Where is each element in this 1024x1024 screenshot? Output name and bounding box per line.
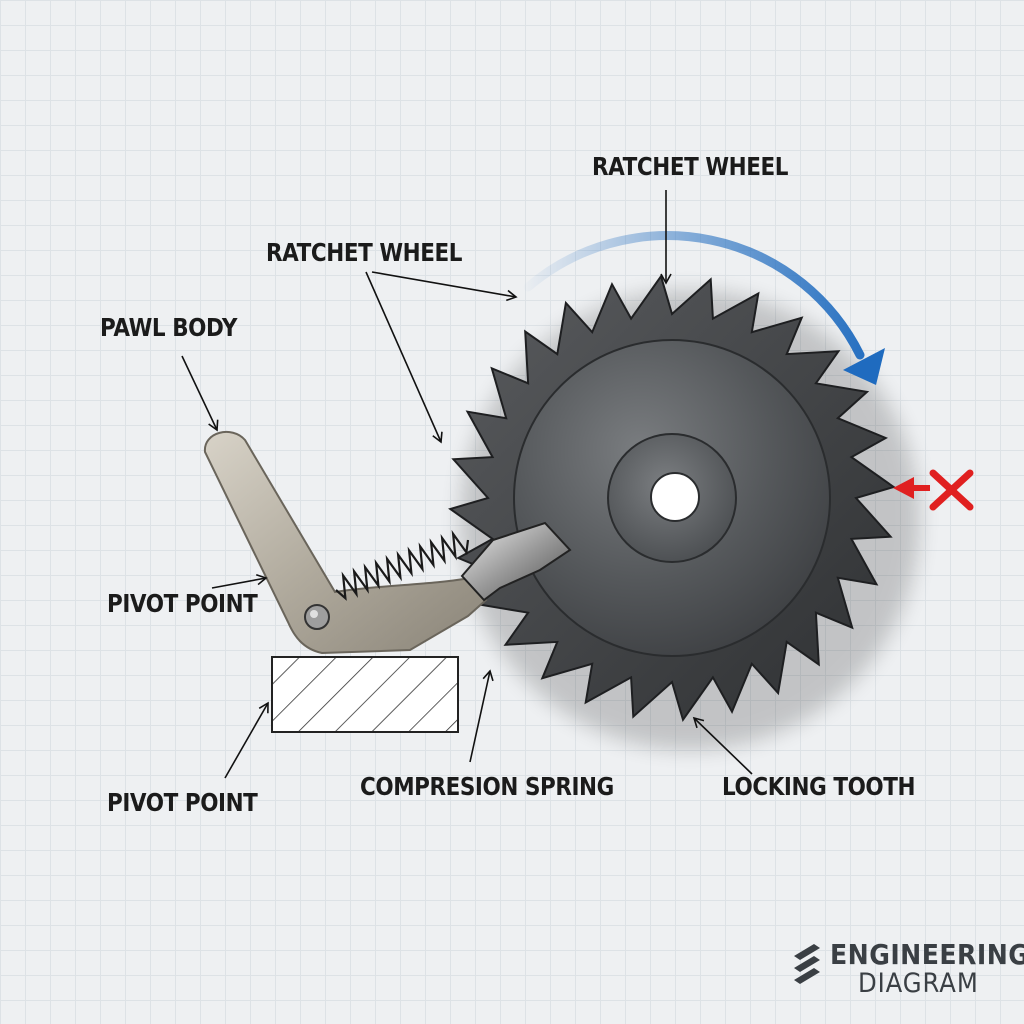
pawl-tip [460, 521, 572, 602]
leader-ratchet-wheel-mid-b [365, 271, 443, 444]
pawl-body [203, 431, 488, 655]
label-pawl-body: PAWL BODY [100, 313, 238, 342]
label-locking-tooth: LOCKING TOOTH [722, 772, 916, 801]
label-compression-spring: COMPRESION SPRING [360, 772, 614, 801]
label-ratchet-wheel-top: RATCHET WHEEL [592, 152, 788, 181]
clockwise-arrow-icon [523, 231, 885, 385]
stripes-logo-icon [794, 944, 820, 984]
base-block-hatching [271, 656, 459, 733]
blocked-direction-x-icon [893, 469, 974, 511]
brand-logo: ENGINEERING DIAGRAM [790, 938, 1024, 1000]
ratchet-wheel [448, 274, 896, 722]
pawl [203, 431, 572, 655]
pivot-pin [304, 604, 330, 630]
leader-lines [181, 190, 753, 779]
brand-line1: ENGINEERING [830, 938, 1024, 971]
compression-spring [335, 529, 470, 601]
leader-pawl-body [181, 355, 219, 432]
leader-ratchet-wheel-mid-a [371, 271, 518, 302]
label-pivot-point-lower: PIVOT POINT [107, 788, 258, 817]
brand-line2: DIAGRAM [858, 968, 979, 999]
label-pivot-point-upper: PIVOT POINT [107, 589, 258, 618]
leader-pivot-point-upper [211, 573, 268, 589]
leader-pivot-point-lower [224, 701, 269, 779]
leader-locking-tooth [692, 716, 753, 775]
gear-bore [650, 472, 700, 522]
leader-compression-spring [469, 669, 494, 763]
label-ratchet-wheel-mid: RATCHET WHEEL [266, 238, 462, 267]
pivot-pin-highlight [310, 610, 318, 618]
